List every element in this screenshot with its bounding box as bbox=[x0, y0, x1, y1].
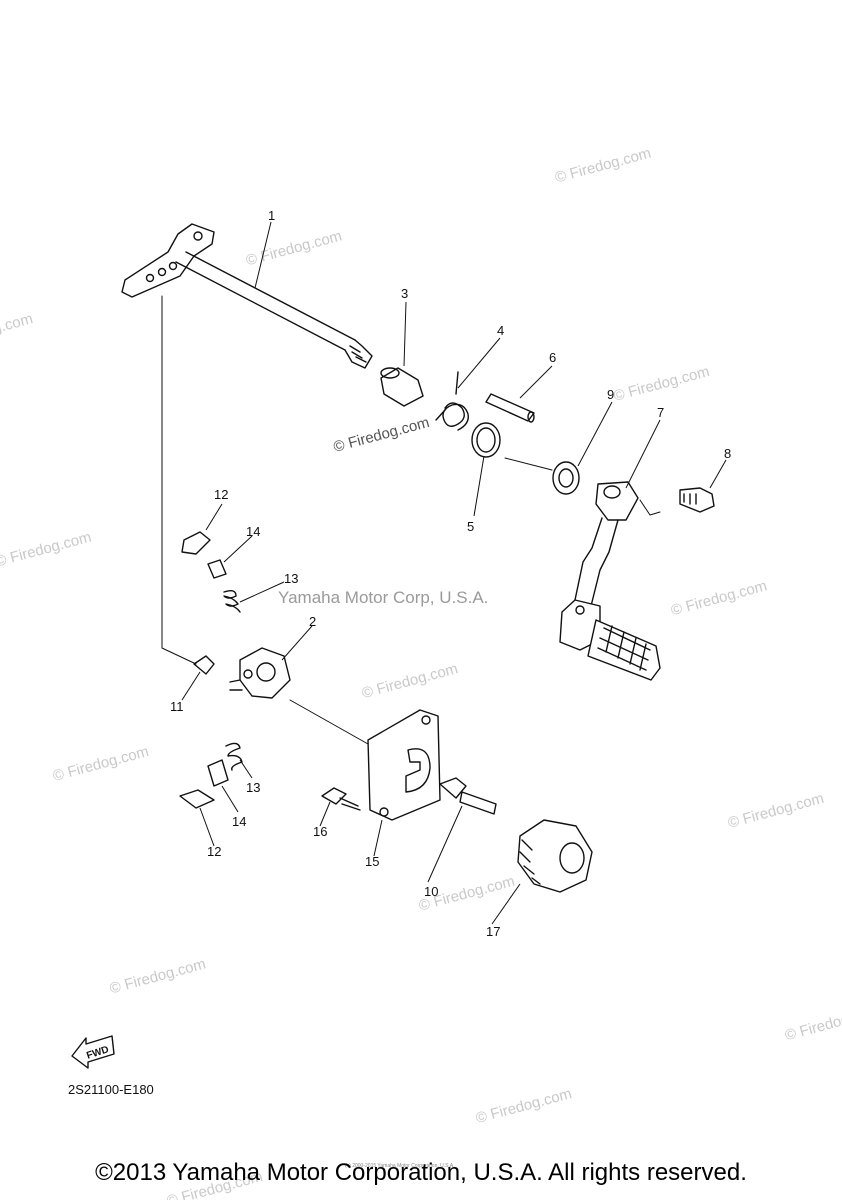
bolt-11-part bbox=[193, 655, 215, 675]
watermark-text: © Firedog.com bbox=[669, 577, 769, 619]
callout-17: 17 bbox=[486, 924, 500, 939]
shift-arm-part bbox=[229, 647, 291, 699]
bolt-16-part bbox=[321, 787, 361, 811]
plate-part bbox=[289, 699, 441, 821]
watermark-text: © Firedog.com bbox=[612, 363, 712, 405]
watermark-center-text: Yamaha Motor Corp, U.S.A. bbox=[278, 588, 488, 607]
stopper-upper-part bbox=[181, 531, 211, 555]
spring-upper-part bbox=[223, 589, 241, 613]
callout-6: 6 bbox=[549, 350, 556, 365]
washer-part bbox=[471, 422, 501, 458]
callout-7: 7 bbox=[657, 405, 664, 420]
segment-part bbox=[517, 819, 593, 893]
watermark-text: © Firedog.com bbox=[474, 1085, 574, 1127]
watermark-layer: © Firedog.com © Firedog.com © Firedog.co… bbox=[0, 145, 842, 1200]
watermark-text: © Firedog.com bbox=[0, 310, 35, 352]
callout-labels: 1 2 3 4 5 6 7 8 9 10 11 12 12 13 13 14 1… bbox=[170, 208, 731, 939]
callout-5: 5 bbox=[467, 519, 474, 534]
pin-part bbox=[485, 393, 535, 423]
callout-11: 11 bbox=[170, 699, 184, 714]
watermark-text: © Firedog.com bbox=[51, 743, 151, 785]
callout-13-lower: 13 bbox=[246, 780, 260, 795]
callout-8: 8 bbox=[724, 446, 731, 461]
watermark-text: © Firedog.com bbox=[108, 955, 208, 997]
pin-lower-part bbox=[207, 759, 229, 787]
fwd-arrow-icon bbox=[71, 1035, 115, 1069]
callout-4: 4 bbox=[497, 323, 504, 338]
callout-12-lower: 12 bbox=[207, 844, 221, 859]
bolt-part bbox=[679, 487, 715, 513]
watermark-text: © Firedog.com bbox=[783, 1002, 842, 1044]
callout-3: 3 bbox=[401, 286, 408, 301]
watermark-text: © Firedog.com bbox=[360, 660, 460, 702]
stopper-lower-part bbox=[179, 789, 215, 809]
shift-shaft-part bbox=[121, 223, 373, 369]
callout-15: 15 bbox=[365, 854, 379, 869]
callout-1: 1 bbox=[268, 208, 275, 223]
watermark-text: © Firedog.com bbox=[332, 414, 432, 456]
oil-seal-part bbox=[552, 461, 580, 495]
callout-10: 10 bbox=[424, 884, 438, 899]
callout-12-upper: 12 bbox=[214, 487, 228, 502]
watermark-text: © Firedog.com bbox=[244, 227, 344, 269]
callout-14-upper: 14 bbox=[246, 524, 260, 539]
small-copyright-text: (c) 2000-2015 Yamaha Motor Corporation, … bbox=[345, 1163, 455, 1169]
watermark-text: © Firedog.com bbox=[726, 790, 826, 832]
pin-upper-part bbox=[207, 559, 227, 579]
watermark-text: © Firedog.com bbox=[553, 145, 653, 187]
diagram-code: 2S21100-E180 bbox=[68, 1082, 154, 1097]
callout-16: 16 bbox=[313, 824, 327, 839]
callout-9: 9 bbox=[607, 387, 614, 402]
watermark-text: © Firedog.com bbox=[0, 529, 93, 571]
shift-pedal-part bbox=[559, 481, 661, 681]
stud-bolt-part bbox=[439, 777, 497, 815]
spring-part bbox=[435, 371, 469, 431]
spring-lower-part bbox=[225, 742, 243, 771]
callout-14-lower: 14 bbox=[232, 814, 246, 829]
collar-part bbox=[380, 367, 424, 407]
callout-2: 2 bbox=[309, 614, 316, 629]
copyright-footer: ©2013 Yamaha Motor Corporation, U.S.A. A… bbox=[95, 1159, 747, 1186]
callout-13-upper: 13 bbox=[284, 571, 298, 586]
